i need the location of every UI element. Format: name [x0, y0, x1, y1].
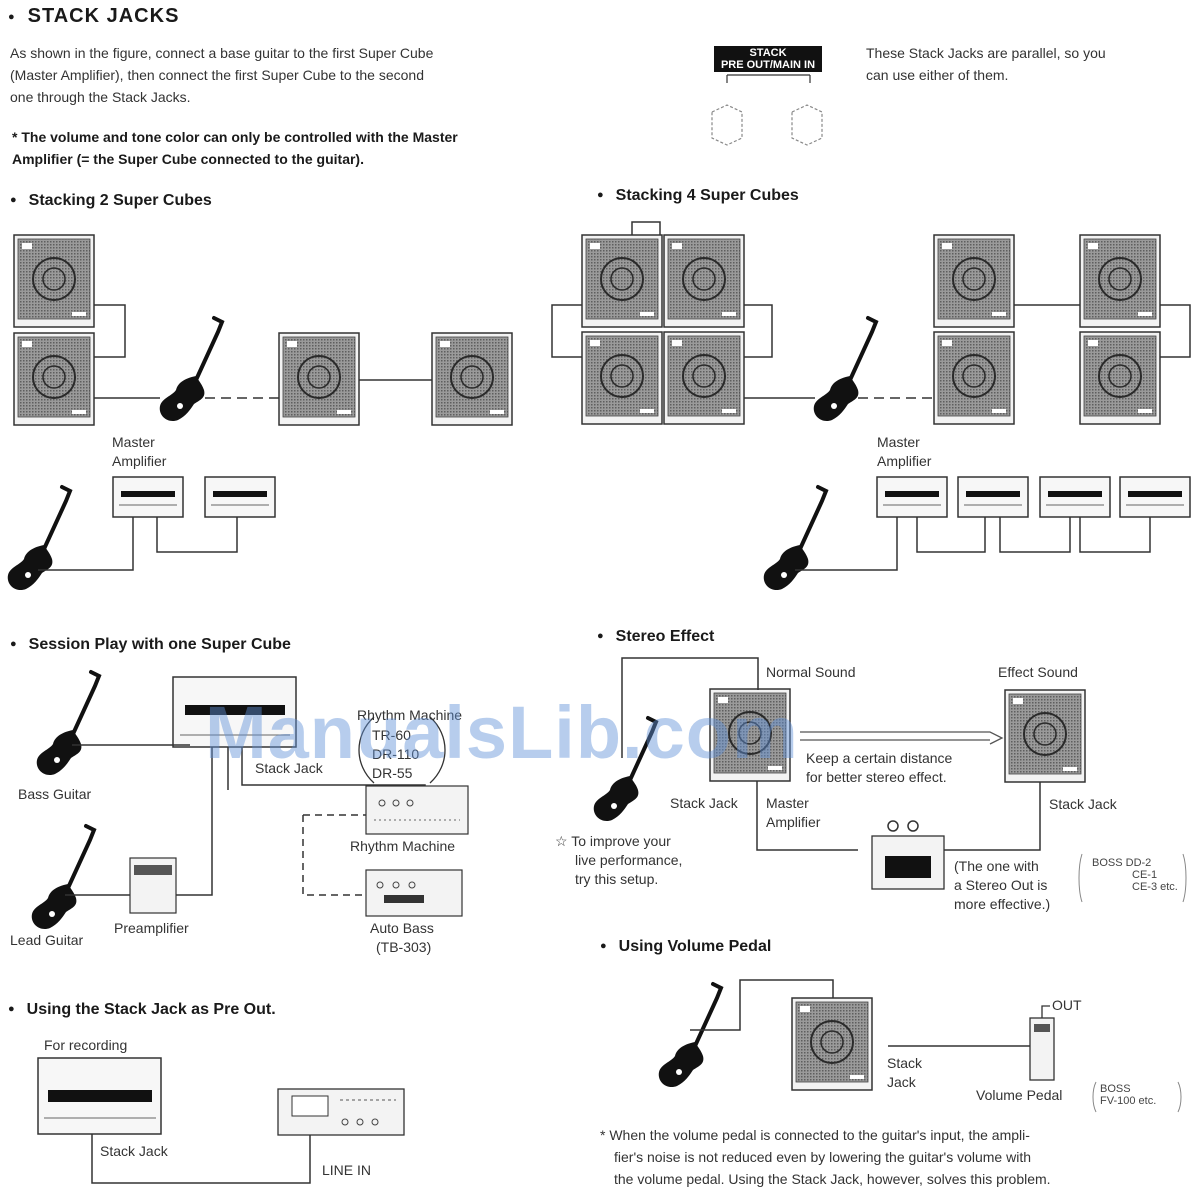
rhythm-machine-label: Rhythm Machine	[350, 838, 456, 854]
line-in-label: LINE IN	[322, 1162, 372, 1178]
label-line: Amplifier	[877, 453, 932, 469]
boss-line: FV-100 etc.	[1100, 1095, 1157, 1107]
for-recording-label: For recording	[44, 1037, 128, 1053]
page-title-text: STACK JACKS	[27, 5, 180, 27]
page-title: STACK JACKS	[8, 5, 179, 28]
intro-line: (Master Amplifier), then connect the fir…	[10, 67, 424, 83]
preout-heading-text: Using the Stack Jack as Pre Out.	[26, 1001, 276, 1018]
parallel-note: These Stack Jacks are parallel, so you c…	[866, 42, 1186, 86]
rhythm-model-label: DR-55	[372, 765, 413, 781]
rhythm-model-label: DR-110	[372, 746, 420, 762]
label-line: Stack	[887, 1055, 923, 1071]
auto-bass-model-label: (TB-303)	[376, 939, 432, 955]
lead-guitar-label: Lead Guitar	[10, 932, 84, 948]
intro-line: As shown in the figure, connect a base g…	[10, 45, 434, 61]
stereo-heading-text: Stereo Effect	[615, 628, 715, 645]
tip-line: try this setup.	[575, 871, 659, 887]
rhythm-model-label: TR-60	[372, 727, 411, 743]
distance-line: for better stereo effect.	[806, 769, 947, 785]
preout-heading: Using the Stack Jack as Pre Out.	[8, 1001, 276, 1019]
note-line: * The volume and tone color can only be …	[12, 129, 458, 145]
stack4-heading: Stacking 4 Super Cubes	[597, 187, 799, 205]
stack4-heading-text: Stacking 4 Super Cubes	[615, 187, 799, 204]
label-line: Amplifier	[766, 814, 821, 830]
stack2-heading: Stacking 2 Super Cubes	[10, 192, 212, 210]
label-line: Master	[112, 434, 155, 450]
tip-line: live performance,	[575, 852, 683, 868]
preout-stack-jack-label: Stack Jack	[100, 1143, 168, 1159]
boss-line: BOSS DD-2	[1092, 857, 1152, 869]
boss-effects-label: BOSS DD-2 CE-1 CE-3 etc.	[1092, 857, 1178, 893]
volume-note-line: fier's noise is not reduced even by lowe…	[614, 1149, 1032, 1165]
jack-label-line: PRE OUT/MAIN IN	[720, 59, 816, 71]
volume-pedal-label: Volume Pedal	[976, 1087, 1063, 1103]
stereo-out-line: more effective.)	[954, 896, 1051, 912]
boss-line: CE-3 etc.	[1132, 881, 1178, 893]
stack-jack-panel-label: STACK PRE OUT/MAIN IN	[714, 46, 822, 72]
note-line: Amplifier (= the Super Cube connected to…	[12, 151, 364, 167]
stereo-out-line: a Stereo Out is	[954, 877, 1048, 893]
volume-stack-jack-label: Stack Jack	[887, 1054, 922, 1092]
volume-note: * The volume and tone color can only be …	[12, 126, 572, 170]
effect-sound-label: Effect Sound	[998, 664, 1078, 680]
boss-pedal-label: BOSS FV-100 etc.	[1100, 1083, 1156, 1107]
parallel-line: can use either of them.	[866, 67, 1009, 83]
watermark: ManualsLib.com	[205, 691, 799, 774]
rhythm-machine-top-label: Rhythm Machine	[357, 707, 463, 723]
label-line: Amplifier	[112, 453, 167, 469]
volume-note: * When the volume pedal is connected to …	[600, 1124, 1170, 1190]
jack-label-line: STACK	[749, 47, 787, 59]
stack2-heading-text: Stacking 2 Super Cubes	[28, 192, 212, 209]
live-tip: ☆ To improve your live performance, try …	[555, 832, 682, 889]
boss-line: CE-1	[1132, 869, 1158, 881]
stack4-master-label: Master Amplifier	[877, 433, 931, 471]
stereo-out-line: (The one with	[954, 858, 1039, 874]
label-line: Master	[877, 434, 920, 450]
distance-line: Keep a certain distance	[806, 750, 953, 766]
intro-line: one through the Stack Jacks.	[10, 89, 191, 105]
stereo-out-note: (The one with a Stereo Out is more effec…	[954, 857, 1050, 914]
label-line: Jack	[887, 1074, 916, 1090]
parallel-line: These Stack Jacks are parallel, so you	[866, 45, 1106, 61]
session-heading-text: Session Play with one Super Cube	[28, 636, 291, 653]
auto-bass-label: Auto Bass	[370, 920, 434, 936]
stereo-heading: Stereo Effect	[597, 628, 715, 646]
stereo-stack-jack-right-label: Stack Jack	[1049, 796, 1117, 812]
pedal-out-label: OUT	[1052, 997, 1082, 1013]
normal-sound-label: Normal Sound	[766, 664, 856, 680]
bass-guitar-label: Bass Guitar	[18, 786, 92, 802]
intro-text: As shown in the figure, connect a base g…	[10, 42, 570, 108]
session-stack-jack-label: Stack Jack	[255, 760, 323, 776]
volume-note-line: the volume pedal. Using the Stack Jack, …	[614, 1171, 1051, 1187]
distance-note: Keep a certain distance for better stere…	[806, 749, 952, 787]
volume-heading-text: Using Volume Pedal	[618, 938, 772, 955]
session-heading: Session Play with one Super Cube	[10, 636, 291, 654]
volume-note-line: * When the volume pedal is connected to …	[600, 1127, 1030, 1143]
stereo-master-label: Master Amplifier	[766, 794, 820, 832]
preamplifier-label: Preamplifier	[114, 920, 189, 936]
volume-heading: Using Volume Pedal	[600, 938, 772, 956]
stereo-stack-jack-left-label: Stack Jack	[670, 795, 738, 811]
label-line: Master	[766, 795, 809, 811]
tip-line: ☆ To improve your	[555, 833, 671, 849]
boss-line: BOSS	[1100, 1083, 1131, 1095]
stack2-master-label: Master Amplifier	[112, 433, 166, 471]
